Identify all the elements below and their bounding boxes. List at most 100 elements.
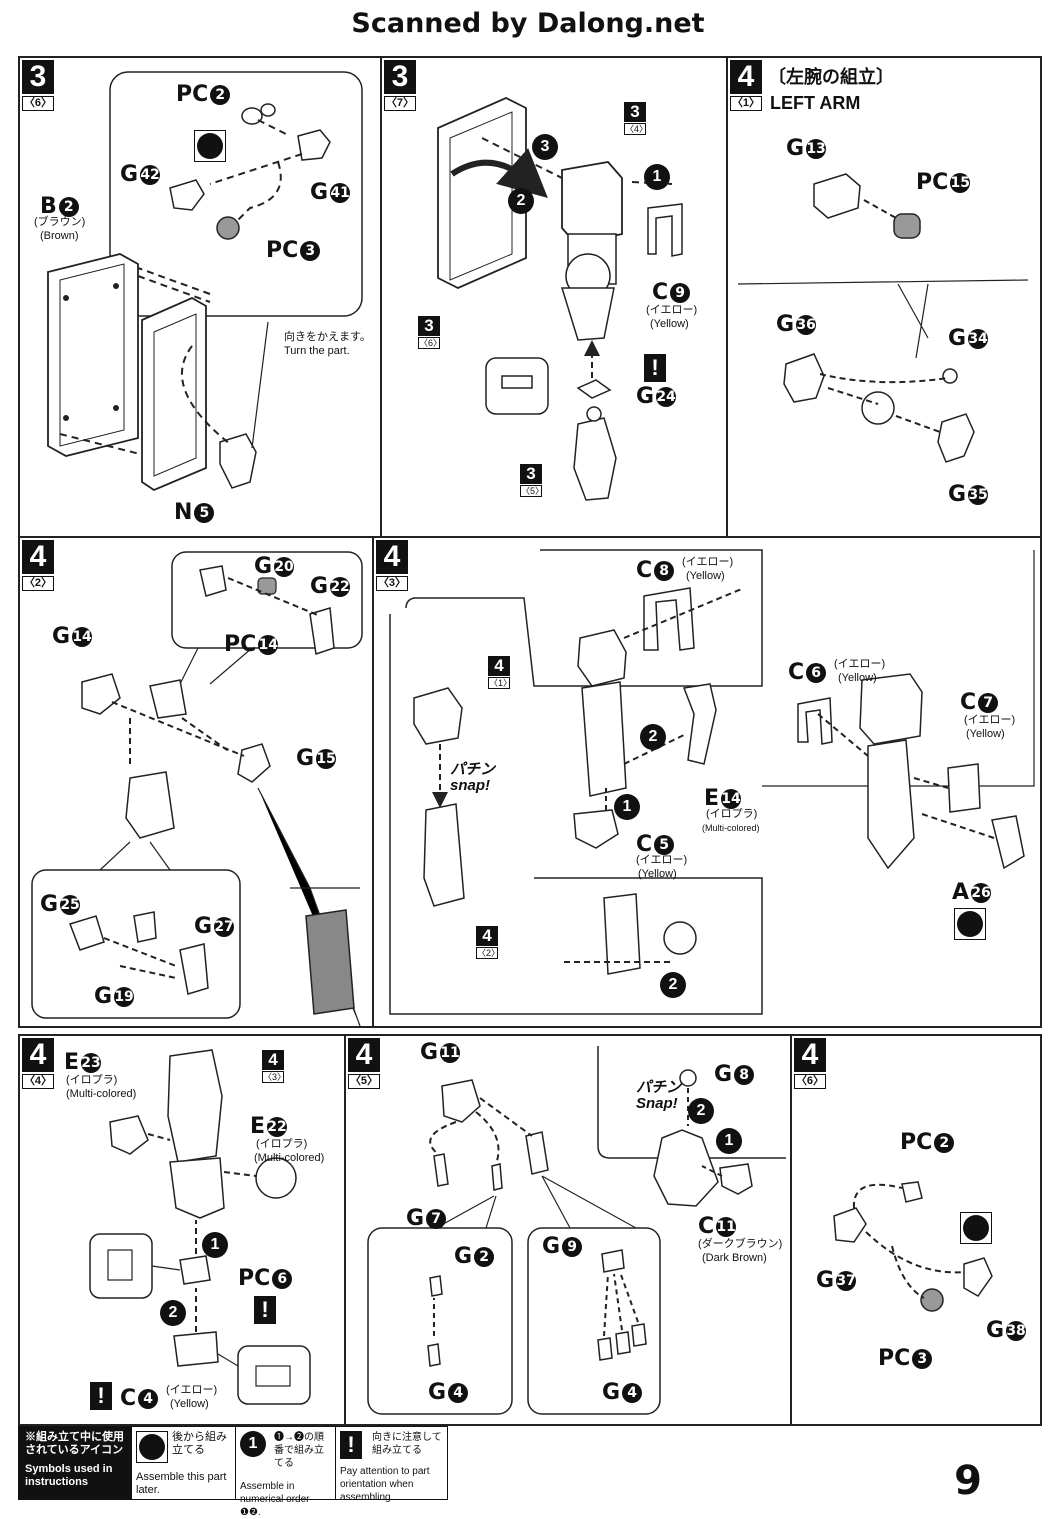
e22-color-en: (Multi-colored) bbox=[254, 1152, 325, 1164]
ref-step-3-4: 3〈4〉 bbox=[624, 102, 649, 135]
order-2-marker: 2 bbox=[502, 182, 540, 220]
orientation-icon: ! bbox=[644, 354, 666, 382]
c6-color-jp: (イエロー) bbox=[834, 658, 886, 670]
c7-color-en: (Yellow) bbox=[966, 728, 1005, 740]
c11-color-jp: (ダークブラウン) bbox=[698, 1238, 783, 1250]
step-3-6-diagram bbox=[47, 71, 363, 492]
c7-color-jp: (イエロー) bbox=[964, 714, 1016, 726]
step-3-7-diagram bbox=[437, 97, 683, 501]
order-3-marker: 3 bbox=[526, 128, 564, 166]
orientation-icon: ! bbox=[254, 1296, 276, 1324]
legend-assemble-later: 後から組み立てる Assemble this part later. bbox=[131, 1427, 235, 1499]
orientation-icon: ! bbox=[340, 1431, 362, 1459]
b2-color-en: (Brown) bbox=[40, 230, 79, 242]
step-number: 4〈6〉 bbox=[794, 1038, 826, 1089]
e23-color-jp: (イロプラ) bbox=[66, 1074, 118, 1086]
order-2-marker-lower: 2 bbox=[654, 966, 692, 1004]
step-4-3-diagram bbox=[389, 549, 1035, 1015]
step-4-6-diagram bbox=[833, 1181, 993, 1312]
c11-color-en: (Dark Brown) bbox=[702, 1252, 767, 1264]
c9-color-jp: (イエロー) bbox=[646, 304, 698, 316]
order-1-marker: 1 bbox=[710, 1122, 748, 1160]
c5-color-jp: (イエロー) bbox=[636, 854, 688, 866]
ref-step-3-6: 3〈6〉 bbox=[418, 316, 443, 349]
ref-step-4-1: 4〈1〉 bbox=[488, 656, 513, 689]
step-number: 4〈3〉 bbox=[376, 540, 408, 591]
orientation-icon-2: ! bbox=[90, 1382, 112, 1410]
step-number: 3〈7〉 bbox=[384, 60, 416, 111]
assemble-later-icon bbox=[136, 1431, 168, 1463]
c5-color-en: (Yellow) bbox=[638, 868, 677, 880]
b2-color-jp: (ブラウン) bbox=[34, 216, 86, 228]
step-number: 4〈4〉 bbox=[22, 1038, 54, 1089]
ref-step-4-3: 4〈3〉 bbox=[262, 1050, 287, 1083]
section-title-en: LEFT ARM bbox=[770, 93, 861, 113]
c4-color-en: (Yellow) bbox=[170, 1398, 209, 1410]
order-1-icon: 1 bbox=[234, 1425, 272, 1463]
icon-legend: ※組み立て中に使用されているアイコン Symbols used in instr… bbox=[18, 1425, 448, 1518]
page-number: 9 bbox=[954, 1458, 982, 1504]
c8-color-en: (Yellow) bbox=[686, 570, 725, 582]
step-4-2-diagram bbox=[31, 551, 363, 1026]
step-4-1-diagram bbox=[737, 173, 1029, 463]
c8-color-jp: (イエロー) bbox=[682, 556, 734, 568]
assemble-later-icon bbox=[954, 908, 986, 940]
legend-heading: ※組み立て中に使用されているアイコン Symbols used in instr… bbox=[19, 1427, 131, 1499]
ref-step-4-2: 4〈2〉 bbox=[476, 926, 501, 959]
step-4-5-diagram bbox=[367, 1046, 786, 1415]
e23-color-en: (Multi-colored) bbox=[66, 1088, 137, 1100]
order-2-marker: 2 bbox=[682, 1092, 720, 1130]
assemble-later-icon bbox=[194, 130, 226, 162]
order-2-marker: 2 bbox=[634, 718, 672, 756]
step-number: 4〈5〉 bbox=[348, 1038, 380, 1089]
c9-color-en: (Yellow) bbox=[650, 318, 689, 330]
order-1-marker: 1 bbox=[196, 1226, 234, 1264]
e14-color-en: (Multi-colored) bbox=[702, 823, 760, 833]
order-1-marker: 1 bbox=[608, 788, 646, 826]
e22-color-jp: (イロプラ) bbox=[256, 1138, 308, 1150]
